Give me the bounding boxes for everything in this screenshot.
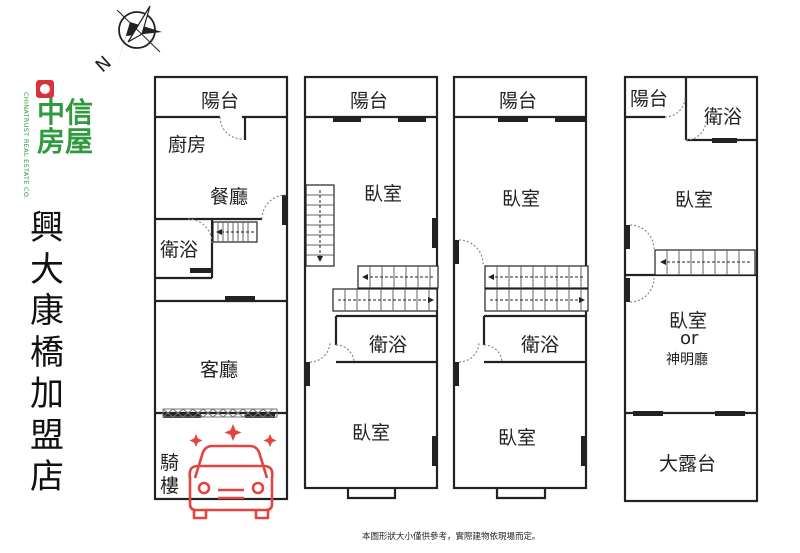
floor3-balcony-label: 陽台	[499, 90, 538, 112]
title-char: 加	[30, 374, 64, 414]
store-title: 興 大 康 橋 加 盟 店	[22, 208, 72, 499]
floor4-bedroom-mid-label: 臥室	[669, 310, 708, 332]
title-char: 康	[30, 291, 64, 331]
stair-arrowheads	[216, 229, 666, 303]
floor1-dining-label: 餐廳	[210, 186, 249, 208]
floor4-shrine-label: 神明廳	[666, 352, 708, 368]
car-icon	[188, 444, 274, 520]
title-char: 店	[30, 457, 64, 497]
brand-block: CHINATRUST REAL ESTATE CO. 中信房屋	[22, 80, 102, 199]
floor4-terrace-label: 大露台	[659, 453, 717, 475]
floor4-bedroom-top-label: 臥室	[675, 189, 714, 211]
floor3-bath-label: 衛浴	[521, 334, 560, 356]
brand-english-name: CHINATRUST REAL ESTATE CO.	[22, 92, 30, 200]
sparkle-icons	[189, 424, 277, 447]
floor2-bath-label: 衛浴	[369, 334, 408, 356]
title-char: 興	[30, 208, 64, 248]
floor2-balcony-label: 陽台	[350, 90, 389, 112]
floor3-bedroom-top-label: 臥室	[502, 188, 541, 210]
floor4-bath-label: 衛浴	[704, 106, 743, 128]
title-char: 盟	[30, 415, 64, 456]
brand-logo-icon	[36, 80, 54, 98]
stair-arrows	[218, 190, 750, 301]
disclaimer-footnote: 本圖形狀大小僅供參考，實際建物依現場而定。	[362, 532, 541, 542]
floor4-balcony-label: 陽台	[630, 88, 669, 110]
floor3-bedroom-bottom-label: 臥室	[498, 427, 537, 449]
walls	[153, 75, 759, 503]
title-char: 橋	[30, 332, 64, 373]
staircases	[212, 184, 756, 312]
floor1-bath-label: 衛浴	[160, 239, 199, 261]
floor2-bedroom-top-label: 臥室	[364, 183, 403, 205]
title-char: 大	[30, 249, 64, 290]
floor1-balcony-label: 陽台	[201, 90, 240, 112]
windows	[163, 117, 745, 466]
compass-icon	[116, 5, 162, 62]
floor4-or-label: or	[680, 328, 699, 349]
arcade-gate	[162, 408, 278, 418]
floor1-arcade-label: 騎樓	[160, 452, 180, 497]
floor1-living-label: 客廳	[200, 359, 239, 381]
brand-name: 中信房屋	[37, 96, 94, 158]
floor2-bedroom-bottom-label: 臥室	[352, 422, 391, 444]
floor1-kitchen-label: 廚房	[168, 134, 207, 156]
